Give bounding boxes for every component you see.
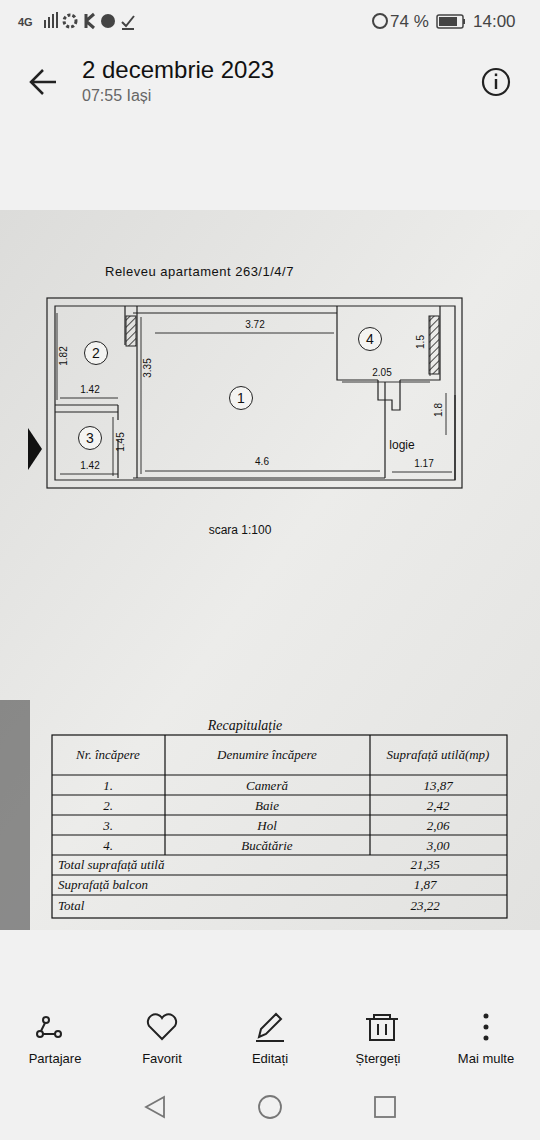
header-subtitle: 07:55 Iași [82, 87, 151, 105]
toolbar-label: Favorit [142, 1052, 182, 1067]
dimension: 1.8 [433, 403, 445, 417]
dimension: 4.6 [255, 456, 269, 468]
table-cell: Total [58, 899, 84, 914]
entrance-arrow [28, 428, 42, 470]
header-date: 2 decembrie 2023 [82, 56, 274, 84]
table-header: Suprafață utilă(mp) [383, 748, 493, 763]
dimension-lines [57, 313, 452, 476]
table-header: Nr. încăpere [76, 748, 140, 763]
toolbar-label: Editați [252, 1052, 288, 1067]
walls [47, 298, 462, 488]
dimension: 2.05 [372, 367, 391, 379]
table-header: Denumire încăpere [212, 748, 322, 763]
table-cell: Total suprafață utilă [58, 858, 164, 873]
dimension: 1.42 [80, 384, 99, 396]
room-number-circle: 4 [358, 327, 382, 351]
table-cell: 23,22 [410, 899, 439, 914]
table-cell: 2,42 [427, 799, 450, 814]
status-network: 4G [18, 16, 33, 29]
table-cell: 13,87 [423, 779, 452, 794]
table-grid [52, 735, 507, 918]
room-number: 2 [92, 346, 100, 360]
toolbar-icons [37, 1014, 488, 1041]
room-name: logie [389, 439, 414, 453]
dimension: 3.35 [142, 358, 154, 377]
toolbar-label: Mai multe [458, 1052, 514, 1067]
status-battery: 74 % [390, 12, 429, 32]
dimension: 3.72 [245, 319, 264, 331]
dimension: 1.17 [414, 458, 433, 470]
table-cell: Suprafață balcon [58, 878, 148, 893]
table-cell: 1. [103, 779, 113, 794]
table-cell: 2,06 [427, 819, 450, 834]
table-heading: Recapitulație [208, 718, 283, 734]
dimension: 1.42 [80, 460, 99, 472]
info-icon [483, 69, 509, 95]
dimension: 1.82 [58, 346, 70, 365]
room-number-circle: 3 [78, 426, 102, 450]
scale-note: scara 1:100 [209, 524, 272, 538]
plan-title: Releveu apartament 263/1/4/7 [105, 265, 294, 280]
room-number: 1 [237, 391, 245, 405]
status-clock: 14:00 [473, 12, 516, 32]
toolbar-label: Ștergeți [356, 1052, 401, 1067]
toolbar-label: Partajare [29, 1052, 82, 1067]
table-cell: 21,35 [410, 858, 439, 873]
room-number-circle: 2 [84, 341, 108, 365]
room-number: 4 [366, 332, 374, 346]
table-cell: Hol [257, 819, 277, 834]
table-cell: 4. [103, 839, 113, 854]
photo-paper [0, 210, 540, 930]
nav-bar [146, 1096, 395, 1118]
table-cell: 2. [103, 799, 113, 814]
room-number: 3 [86, 431, 94, 445]
table-cell: 3,00 [427, 839, 450, 854]
dimension: 1.45 [115, 432, 127, 451]
back-arrow [31, 70, 56, 94]
table-cell: 1,87 [414, 878, 437, 893]
table-cell: Cameră [246, 779, 288, 794]
room-number-circle: 1 [229, 386, 253, 410]
table-cell: Baie [255, 799, 279, 814]
table-cell: 3. [103, 819, 113, 834]
table-cell: Bucătărie [241, 839, 292, 854]
dimension: 1.5 [415, 335, 427, 349]
